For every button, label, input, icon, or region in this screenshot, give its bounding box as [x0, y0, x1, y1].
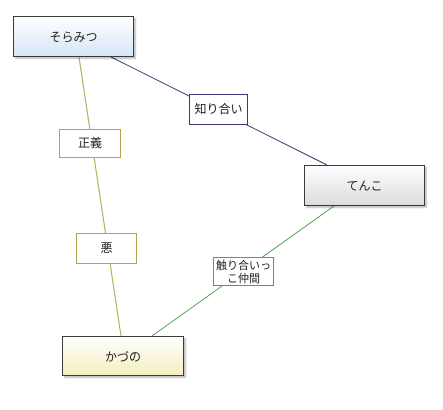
edge-label-seigi: 正義 — [59, 129, 121, 158]
node-label: そらみつ — [49, 30, 98, 44]
edge-soramitsu-katsuno — [78, 56, 122, 337]
node-soramitsu[interactable]: そらみつ — [13, 16, 134, 57]
node-label: てんこ — [346, 179, 383, 193]
node-katsuno[interactable]: かづの — [62, 336, 184, 376]
edge-label-nakama: 触り合いっ こ仲間 — [213, 257, 274, 286]
node-label: かづの — [104, 349, 141, 364]
node-tenko[interactable]: てんこ — [304, 165, 425, 206]
edge-label-aku: 悪 — [76, 233, 137, 264]
edge-label-shiriai: 知り合い — [189, 94, 248, 125]
